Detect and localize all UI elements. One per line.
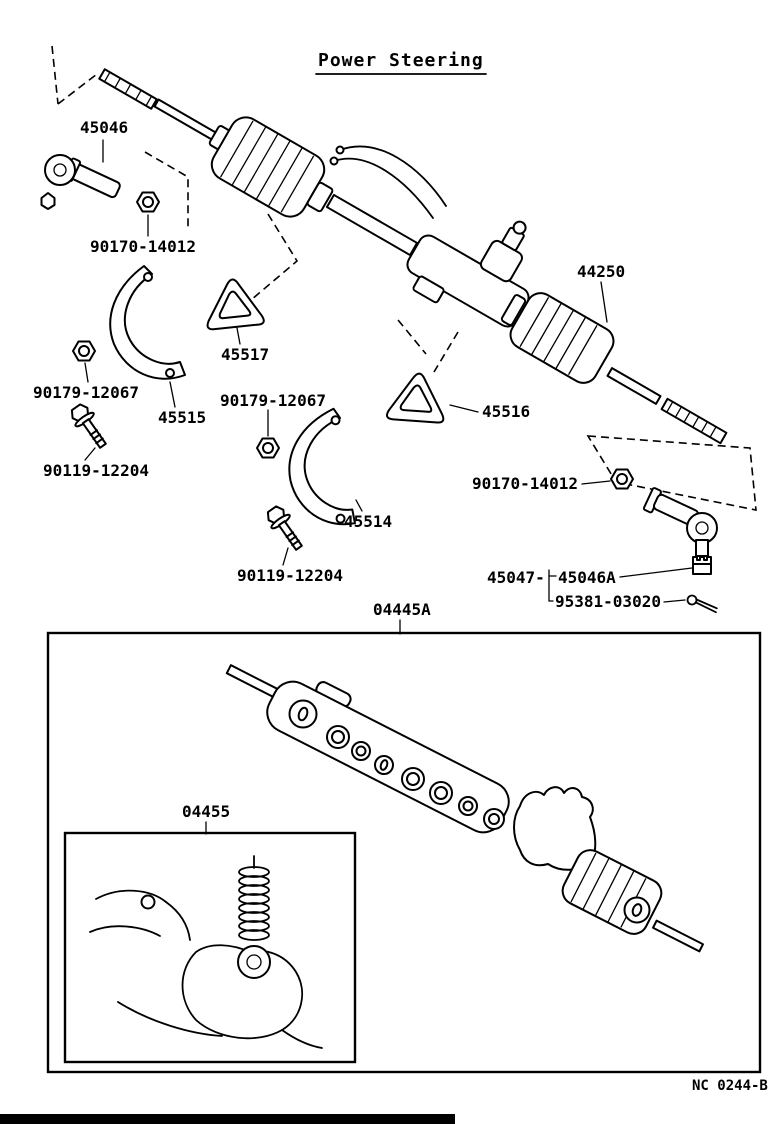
- boot-clamp-inner-left: [306, 181, 334, 213]
- rack-tube: [325, 193, 419, 257]
- tie-rod-end-right: [642, 487, 718, 575]
- bolt-90119-left: [65, 399, 113, 454]
- part-label-45046A: 45046A: [558, 568, 616, 587]
- cotter-pin: [686, 594, 718, 614]
- drawing-code: NC 0244-B: [692, 1078, 768, 1094]
- part-label-90119-left: 90119-12204: [43, 461, 149, 480]
- part-label-95381: 95381-03020: [555, 592, 661, 611]
- leader-lines: [84, 139, 693, 835]
- steering-rack-assembly: [98, 68, 728, 445]
- mounting-bracket-45515: [109, 265, 186, 380]
- seal-kit-box: [46, 631, 762, 1074]
- part-label-90179-mid: 90179-12067: [220, 391, 326, 410]
- nut-90179-mid: [256, 437, 280, 459]
- part-label-04455: 04455: [182, 802, 230, 821]
- part-label-90170-left: 90170-14012: [90, 237, 196, 256]
- part-label-45517: 45517: [221, 345, 269, 364]
- part-label-90179-left: 90179-12067: [33, 383, 139, 402]
- scan-artifact-bar: [0, 1114, 455, 1124]
- housing-flange: [513, 786, 597, 871]
- nut-90170-left: [136, 191, 160, 213]
- tie-rod-end-left: [40, 154, 121, 210]
- valve-kit-drawing: [89, 855, 323, 1049]
- rack-threaded-tip-right: [660, 397, 728, 445]
- grommet-45516: [385, 370, 448, 424]
- castle-nut: [692, 556, 712, 575]
- part-label-45514: 45514: [344, 512, 392, 531]
- nut-90179-left: [72, 340, 96, 362]
- rack-boot-right: [500, 292, 615, 384]
- part-label-04445A: 04445A: [373, 600, 431, 619]
- part-label-45515: 45515: [158, 408, 206, 427]
- hydraulic-pipes: [329, 145, 447, 219]
- rack-boot-left: [210, 116, 326, 218]
- valve-housing: [406, 220, 530, 328]
- grommet-45517: [202, 275, 266, 331]
- bolt-90119-mid: [261, 501, 309, 556]
- rack-threaded-tip-left: [98, 68, 158, 110]
- part-label-90119-mid: 90119-12204: [237, 566, 343, 585]
- seal-kit-drawing: [225, 664, 704, 953]
- valve-kit-box: [63, 831, 357, 1064]
- rack-rod-left: [153, 98, 219, 142]
- nut-90170-right: [610, 468, 634, 490]
- part-label-90170-right: 90170-14012: [472, 474, 578, 493]
- valve-spring: [238, 855, 270, 941]
- inner-tie-rod-right: [606, 367, 662, 405]
- page-title: Power Steering: [318, 50, 484, 71]
- part-label-44250: 44250: [577, 262, 625, 281]
- part-label-45516: 45516: [482, 402, 530, 421]
- alignment-dash-lines: [51, 45, 757, 511]
- seal-rings: [288, 699, 505, 830]
- part-label-45047: 45047-: [487, 568, 545, 587]
- part-label-45046: 45046: [80, 118, 128, 137]
